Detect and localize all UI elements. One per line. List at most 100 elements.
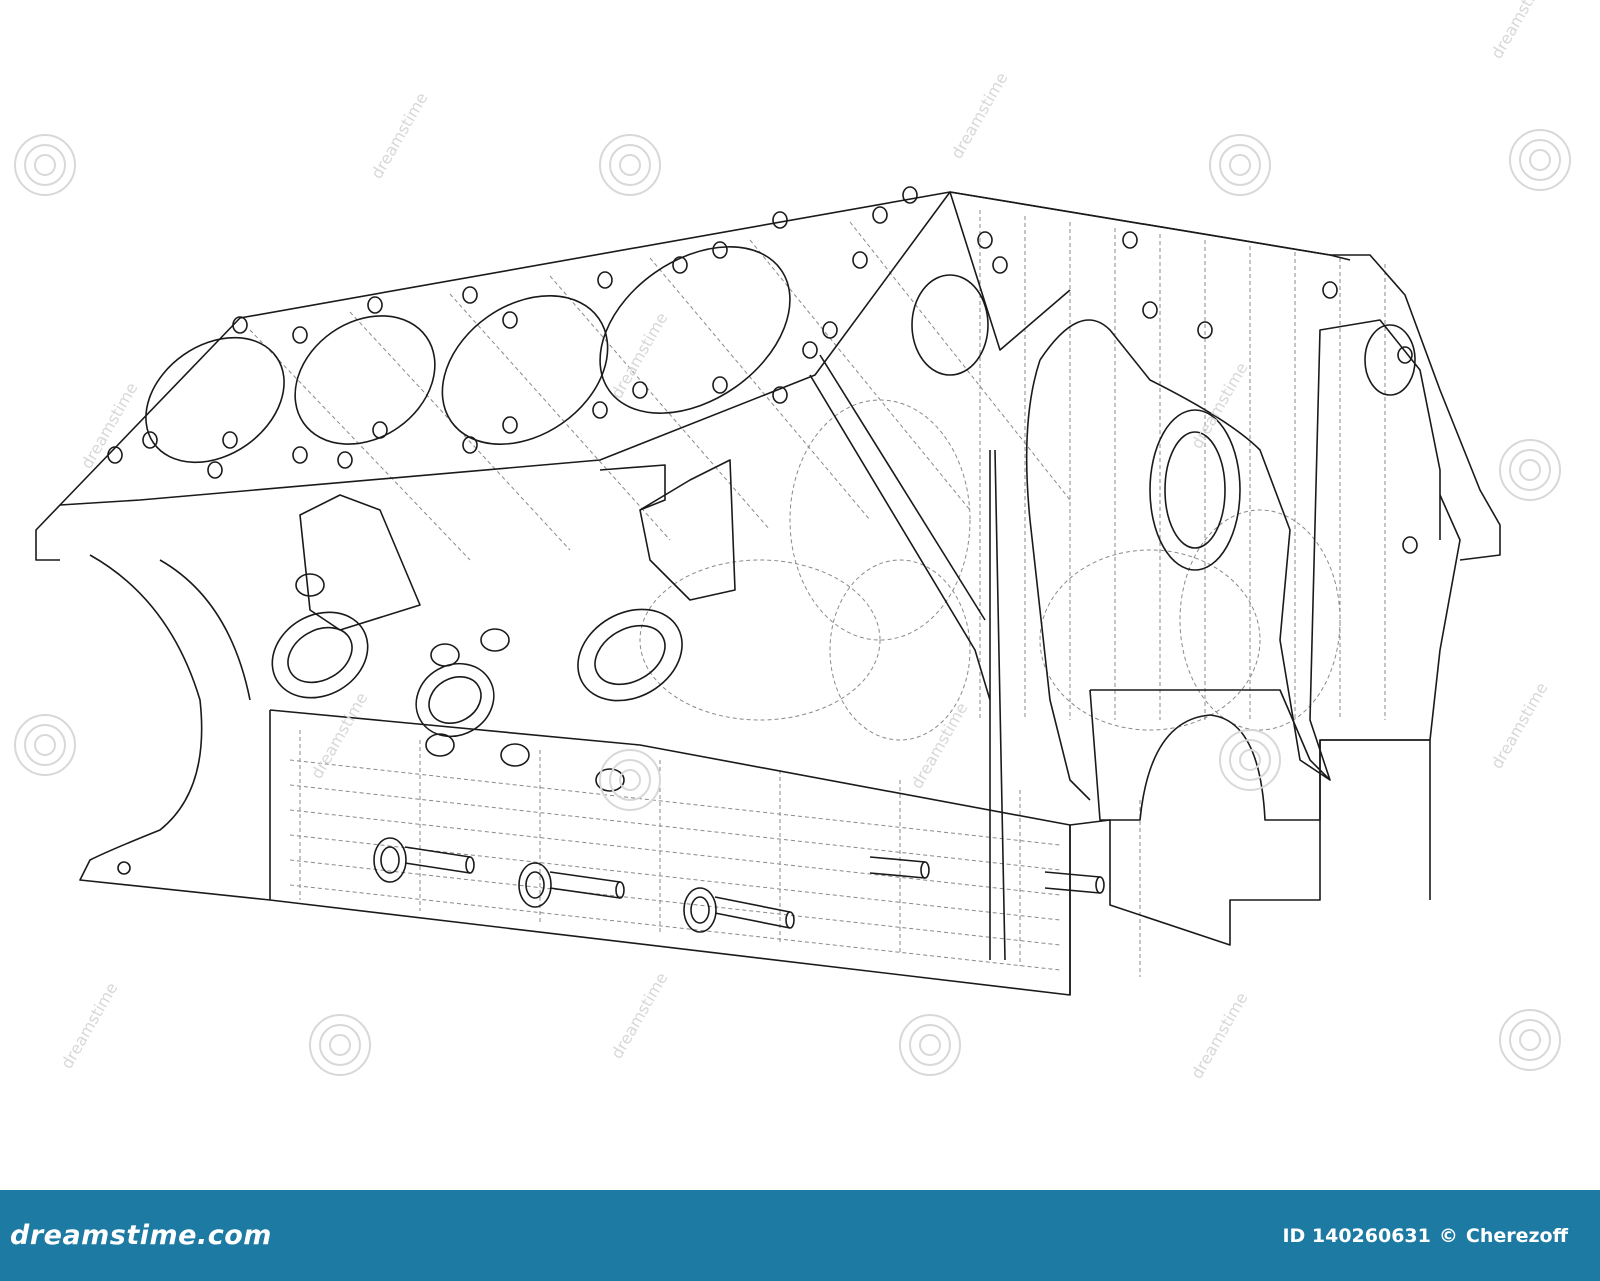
main-cap-bolt-head — [373, 837, 407, 883]
bolt-hole — [672, 256, 688, 274]
bolt-hole — [232, 316, 248, 334]
timing-cover-left — [1025, 359, 1091, 801]
bolt-end — [465, 856, 475, 874]
bolt-hole — [632, 381, 648, 399]
left-leg-hole — [117, 861, 131, 875]
main-cap-bolt-socket — [525, 871, 545, 899]
bolt-hole — [367, 296, 383, 314]
bolt-hole — [292, 326, 308, 344]
rear-boss — [1364, 324, 1416, 396]
hidden-bore — [789, 399, 971, 641]
bolt-hole — [222, 431, 238, 449]
bolt-hole — [502, 311, 518, 329]
bolt-hole — [1122, 231, 1138, 249]
bolt-shank — [404, 862, 471, 874]
cylinder-bore — [599, 246, 791, 414]
bolt-hole — [712, 241, 728, 259]
hidden-deck-web — [749, 239, 971, 511]
main-cap-bolt-socket — [380, 846, 400, 874]
boss — [480, 628, 510, 652]
bolt-hole — [852, 251, 868, 269]
bolt-hole — [462, 286, 478, 304]
bolt-end — [785, 911, 795, 929]
copyright-icon: © — [1438, 1224, 1458, 1247]
watermark-footer-bar: dreamstime.com ID 140260631 © Cherezoff — [0, 1190, 1600, 1281]
main-cap-bolt-head — [518, 862, 552, 908]
left-leg — [79, 554, 271, 901]
image-id: ID 140260631 — [1282, 1224, 1431, 1247]
rear-face-outline — [1330, 254, 1501, 561]
cylinder-bore — [441, 295, 609, 445]
hidden-deck-web — [449, 293, 671, 541]
bolt-end — [615, 881, 625, 899]
bolt-hole — [337, 451, 353, 469]
hidden-gallery — [289, 759, 1061, 846]
bolt-hole — [502, 416, 518, 434]
main-bearing-arch — [1089, 689, 1430, 821]
bolt-hole — [902, 186, 918, 204]
oil-pump-boss — [1149, 409, 1241, 571]
bolt-hole — [1397, 346, 1413, 364]
bolt-hole — [712, 376, 728, 394]
bolt-hole — [772, 211, 788, 229]
hidden-deck-web — [649, 257, 871, 521]
bolt-hole — [207, 461, 223, 479]
bolt-hole — [822, 321, 838, 339]
bolt-hole — [1402, 536, 1418, 554]
port-opening — [428, 676, 482, 724]
bolt-hole — [462, 436, 478, 454]
engine-block-drawing — [35, 186, 1501, 996]
bolt-shank — [549, 887, 621, 899]
bolt-end — [1095, 876, 1105, 894]
bolt-hole — [597, 271, 613, 289]
top-edge — [949, 191, 1331, 256]
hidden-gallery — [289, 859, 1061, 946]
boss — [500, 743, 530, 767]
side-mount-bracket — [639, 459, 736, 601]
side-rib — [994, 449, 1006, 961]
hidden-bore — [829, 559, 971, 741]
bolt-hole — [1322, 281, 1338, 299]
port-flange — [271, 611, 369, 699]
bolt-hole — [107, 446, 123, 464]
boss — [595, 768, 625, 792]
cylinder-bore — [145, 336, 285, 464]
image-credit: ID 140260631 © Cherezoff — [1282, 1225, 1568, 1247]
bolt-shank — [714, 912, 791, 929]
hidden-bore — [1039, 549, 1261, 731]
timing-cover — [1039, 319, 1441, 781]
deck-step — [599, 464, 666, 511]
left-flange — [35, 504, 61, 561]
dreamstime-logo: dreamstime.com — [10, 1220, 272, 1251]
skirt-top-edge — [269, 709, 1071, 826]
bolt-hole — [872, 206, 888, 224]
bolt-shank — [1044, 871, 1101, 878]
port-flange — [415, 662, 495, 738]
hidden-deck-web — [549, 275, 771, 531]
hidden-lines — [249, 210, 1386, 977]
port-opening — [594, 624, 666, 686]
valley-edge — [949, 191, 1071, 351]
rear-face-lower — [1429, 494, 1461, 741]
oil-pump-bore — [1164, 431, 1226, 549]
bolt-shank — [714, 896, 791, 913]
engine-block-wireframe — [35, 186, 1501, 996]
author-name: Cherezoff — [1465, 1224, 1568, 1247]
port-opening — [287, 626, 353, 684]
port-flange — [577, 608, 683, 702]
bolt-end — [920, 861, 930, 879]
hidden-deck-web — [849, 221, 1071, 501]
main-cap-bolt-socket — [690, 896, 710, 924]
hidden-gallery — [289, 784, 1061, 871]
boss — [430, 643, 460, 667]
hidden-deck-web — [249, 329, 471, 561]
bolt-hole — [292, 446, 308, 464]
bolt-hole — [372, 421, 388, 439]
cylinder-bore — [294, 315, 436, 445]
bolt-shank — [549, 871, 621, 883]
visible-lines — [35, 186, 1501, 996]
bolt-shank — [404, 846, 471, 858]
left-bank-deck — [59, 191, 951, 506]
hidden-gallery — [289, 809, 1061, 896]
